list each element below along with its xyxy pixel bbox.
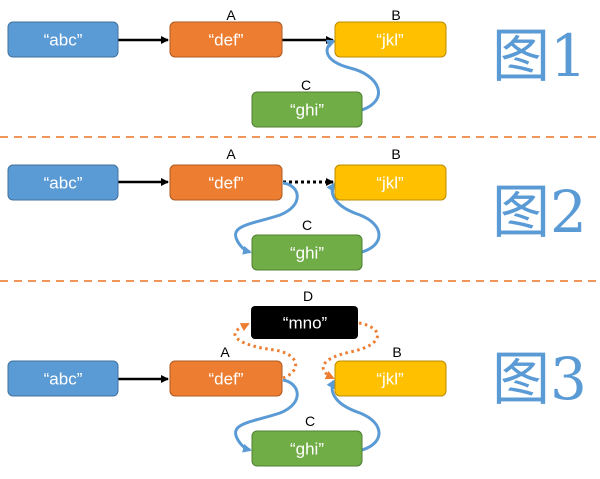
node-jkl: “jkl” B xyxy=(334,7,447,58)
figure-caption-3: 图3 xyxy=(492,345,587,413)
node-ghi: “ghi” C xyxy=(251,413,363,467)
node-mno: “mno” D xyxy=(251,288,358,339)
edge-ghi-jkl xyxy=(325,39,380,112)
node-jkl-label: B xyxy=(391,146,400,162)
node-def-label: A xyxy=(226,146,236,162)
node-ghi: “ghi” C xyxy=(251,217,363,271)
figure-caption-2: 图2 xyxy=(492,178,587,246)
node-ghi-text: “ghi” xyxy=(290,440,324,459)
node-ghi-label: C xyxy=(302,217,312,233)
edge-ghi-jkl xyxy=(326,182,381,254)
figure-caption-1: 图1 xyxy=(492,22,587,90)
node-jkl: “jkl” B xyxy=(334,344,447,397)
node-abc: “abc” xyxy=(7,21,119,58)
node-def: “def” A xyxy=(169,344,283,397)
node-ghi-text: “ghi” xyxy=(290,244,324,263)
node-abc-text: “abc” xyxy=(44,31,83,50)
node-ghi-label: C xyxy=(305,413,315,429)
panel-fig1: “abc” “def” A “jkl” B “ghi” C 图1 xyxy=(7,7,587,128)
node-jkl-label: B xyxy=(392,344,401,360)
node-def-text: “def” xyxy=(209,370,244,389)
panel-fig2: “abc” “def” A “jkl” B “ghi” C 图2 xyxy=(7,146,587,271)
node-abc-text: “abc” xyxy=(44,174,83,193)
node-def-label: A xyxy=(226,7,236,23)
node-abc: “abc” xyxy=(7,360,119,397)
edge-def-ghi xyxy=(234,378,299,453)
panel-fig3: “mno” D “abc” “def” A “jkl” B “ghi” C 图3 xyxy=(7,288,587,467)
node-def: “def” A xyxy=(169,146,283,201)
node-ghi-text: “ghi” xyxy=(290,101,324,120)
edge-ghi-jkl xyxy=(326,379,381,452)
node-jkl-text: “jkl” xyxy=(376,174,404,193)
node-jkl-text: “jkl” xyxy=(376,31,404,50)
node-jkl-label: B xyxy=(391,7,400,23)
node-def-text: “def” xyxy=(209,31,244,50)
node-jkl-text: “jkl” xyxy=(376,370,404,389)
node-abc: “abc” xyxy=(7,164,119,201)
node-def-label: A xyxy=(220,344,230,360)
node-mno-label: D xyxy=(303,288,313,304)
node-abc-text: “abc” xyxy=(44,370,83,389)
node-jkl: “jkl” B xyxy=(334,146,447,201)
node-def-text: “def” xyxy=(209,174,244,193)
node-ghi-label: C xyxy=(301,77,311,93)
edge-def-ghi xyxy=(234,181,299,255)
node-ghi: “ghi” C xyxy=(251,77,363,128)
node-mno-text: “mno” xyxy=(283,314,328,333)
node-def: “def” A xyxy=(169,7,283,58)
